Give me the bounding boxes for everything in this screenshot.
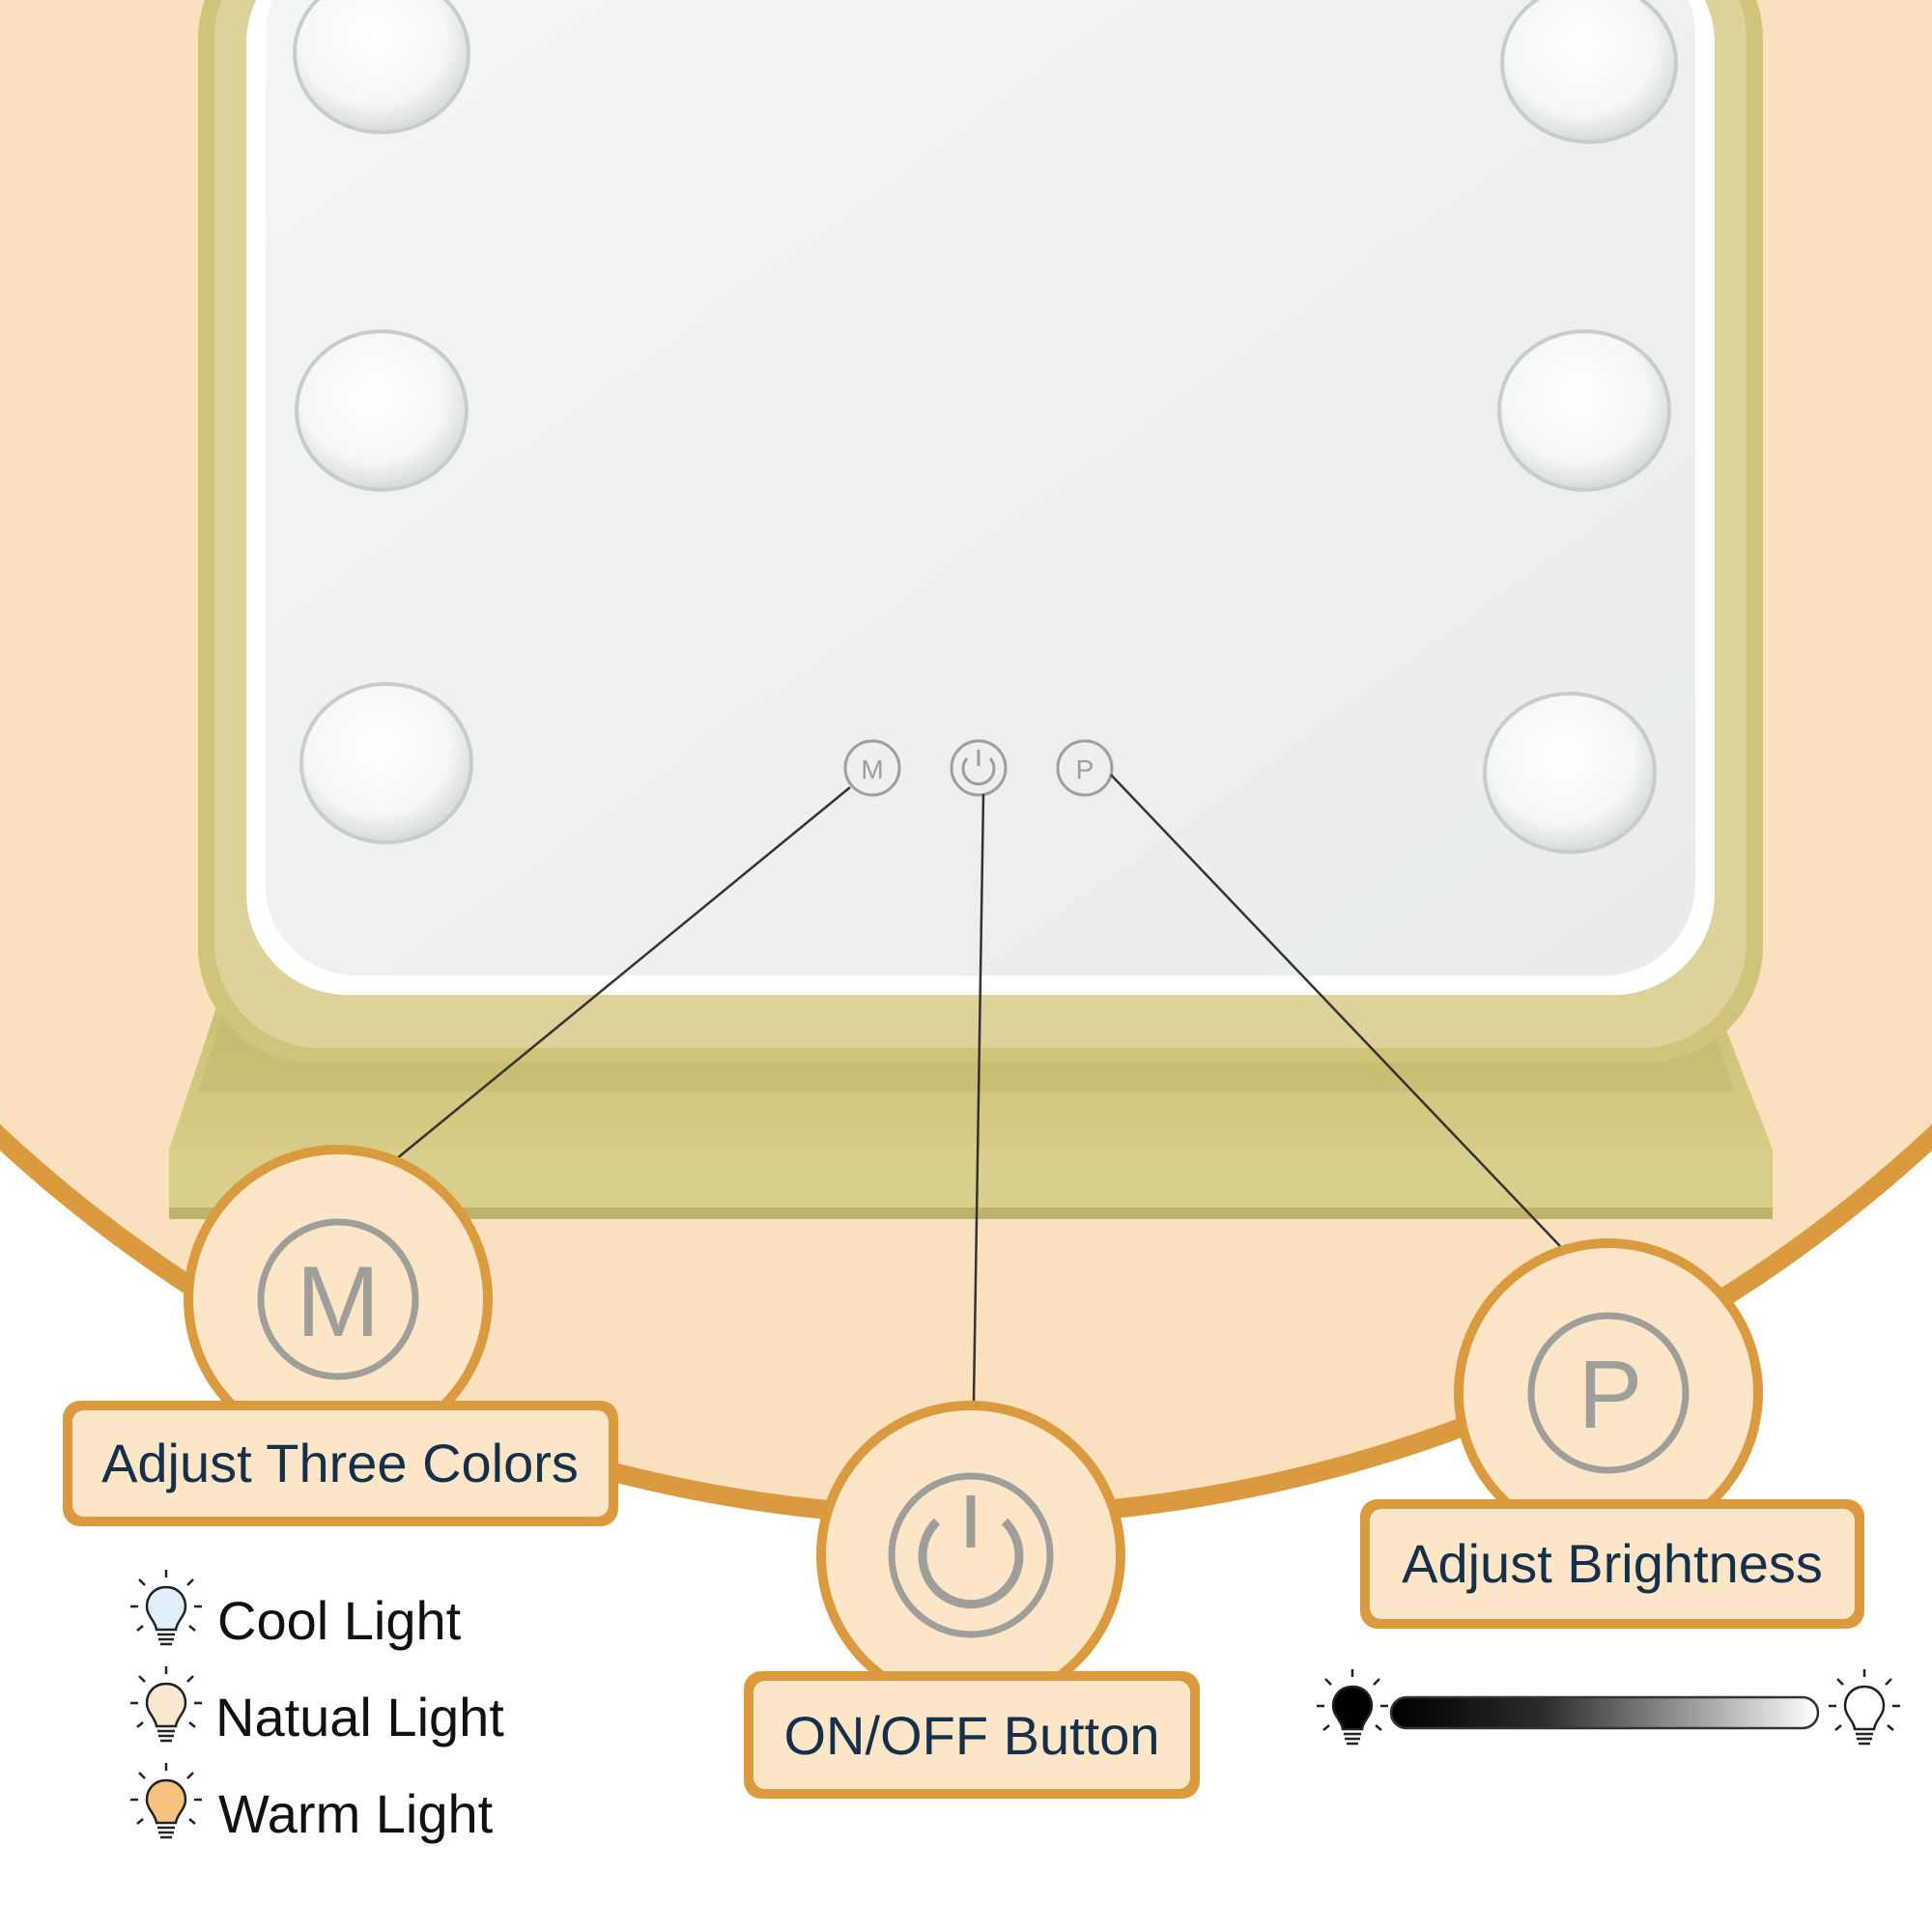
p-callout-letter: P <box>1578 1341 1643 1449</box>
bulb-icon <box>1500 0 1678 144</box>
brightness-gradient-bar <box>1389 1695 1820 1730</box>
legend-label-natural: Natual Light <box>215 1687 504 1747</box>
letter-m-icon <box>257 1218 419 1380</box>
power-function-label: ON/OFF Button <box>784 1705 1160 1766</box>
m-function-label: Adjust Three Colors <box>101 1433 579 1493</box>
legend-label-warm: Warm Light <box>218 1783 494 1844</box>
power-touch-button[interactable] <box>950 739 1008 797</box>
p-function-label: Adjust Brightness <box>1402 1533 1823 1594</box>
leader-lines <box>395 774 1561 1402</box>
mirror-frame <box>198 0 1763 1063</box>
bulb-icon <box>1497 329 1671 492</box>
bulb-icon <box>293 0 470 134</box>
bulb-icon <box>295 329 469 492</box>
letter-p-icon <box>1527 1312 1690 1474</box>
m-touch-button[interactable]: M <box>843 739 901 797</box>
mirror-touch-controls: M P <box>843 739 1114 797</box>
m-callout: M Adjust Three Colors <box>63 1145 618 1526</box>
m-callout-letter: M <box>297 1246 381 1358</box>
power-icon <box>918 1518 1024 1609</box>
p-touch-letter: P <box>1076 754 1094 784</box>
bulb-icon <box>299 682 473 844</box>
mirror-glass <box>266 0 1695 976</box>
p-callout: P Adjust Brightness <box>1360 1238 1864 1629</box>
brightness-scale <box>1315 1667 1902 1746</box>
color-mode-legend: Cool Light Natual Light Warm Light <box>128 1568 504 1844</box>
mirror-bulbs <box>293 0 1678 854</box>
p-touch-button[interactable]: P <box>1056 739 1114 797</box>
power-callout: ON/OFF Button <box>744 1401 1200 1799</box>
power-icon <box>961 757 996 786</box>
m-touch-letter: M <box>861 754 883 784</box>
legend-label-cool: Cool Light <box>217 1590 462 1651</box>
bulb-icon <box>1483 692 1657 854</box>
